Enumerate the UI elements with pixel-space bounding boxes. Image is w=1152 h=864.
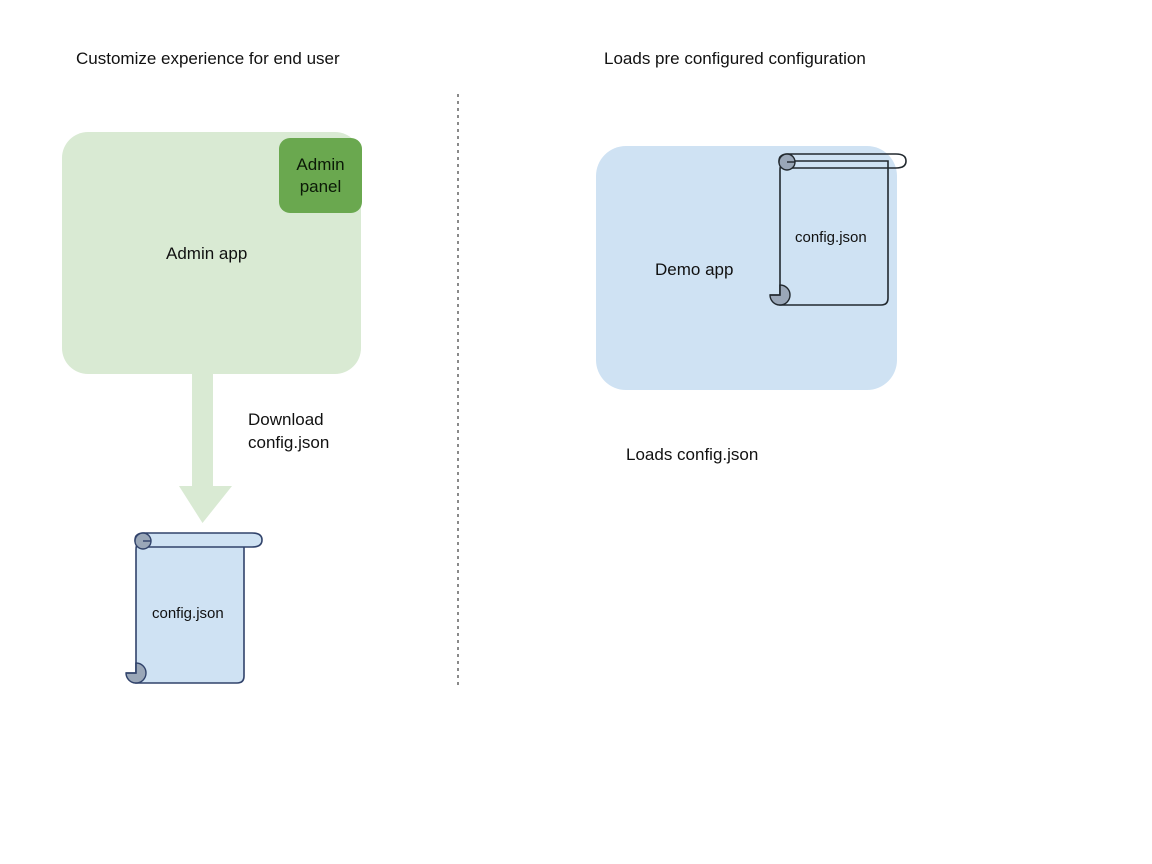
download-arrow-caption: Download config.json (248, 410, 330, 452)
demo-app-label: Demo app (655, 260, 734, 279)
scroll-document-icon-right (769, 153, 907, 306)
admin-app-label: Admin app (166, 244, 248, 263)
demo-app-box (596, 146, 897, 390)
center-divider (457, 94, 459, 686)
right-column-title: Loads pre configured configuration (604, 49, 866, 68)
down-arrow-icon (179, 366, 232, 523)
scroll-right-label: config.json (795, 229, 867, 246)
admin-panel-badge-label: Admin panel (296, 154, 345, 196)
scroll-left-label: config.json (152, 605, 224, 622)
admin-panel-badge[interactable]: Admin panel (279, 138, 362, 213)
scroll-document-icon-left (125, 532, 263, 684)
loads-config-caption: Loads config.json (626, 445, 759, 464)
left-column-title: Customize experience for end user (76, 49, 340, 68)
